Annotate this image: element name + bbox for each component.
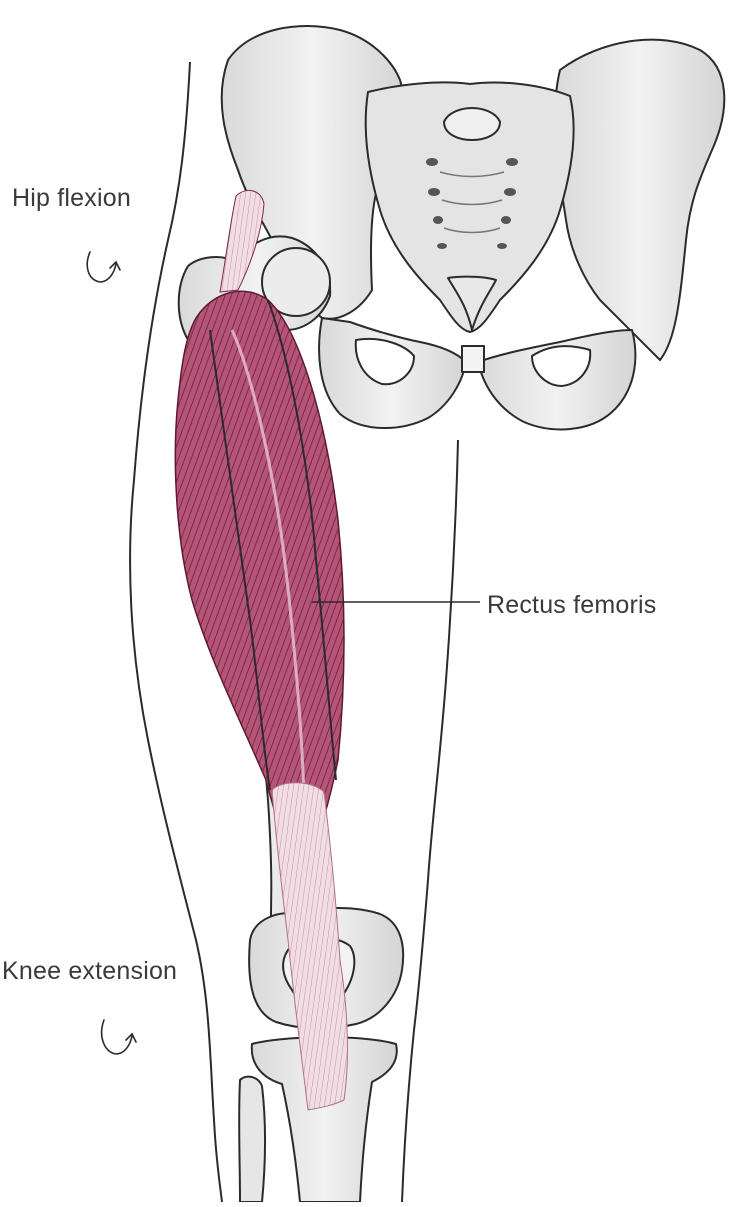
hip-flexion-label: Hip flexion xyxy=(12,184,131,213)
knee-extension-arrow-icon xyxy=(102,1020,136,1054)
hip-flexion-arrow-icon xyxy=(87,252,120,282)
rectus-femoris-label: Rectus femoris xyxy=(487,591,657,620)
knee-extension-label: Knee extension xyxy=(2,957,177,986)
